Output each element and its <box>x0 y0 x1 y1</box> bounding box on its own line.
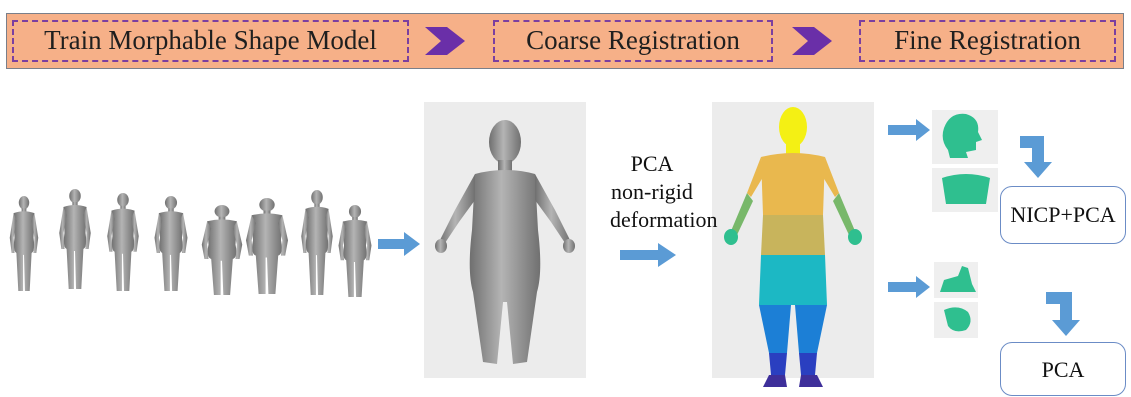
bent-arrow-lower <box>1046 292 1080 336</box>
training-body-shape <box>338 205 372 297</box>
training-shapes-group <box>9 189 372 297</box>
training-body-shape <box>246 198 288 294</box>
stage-fine-registration: Fine Registration <box>859 20 1116 62</box>
chevron-arrow-icon <box>792 27 832 55</box>
training-body-shape <box>59 189 91 289</box>
arrow-coarse <box>620 243 676 267</box>
arrow-to-lower-parts <box>888 276 930 298</box>
foot-part <box>940 266 976 292</box>
coarse-registration-label: PCA non-rigid deformation <box>610 150 718 234</box>
stage-coarse-registration: Coarse Registration <box>493 20 773 62</box>
morphable-model-mesh <box>435 120 575 364</box>
head-part <box>942 113 982 158</box>
arrow-to-upper-parts <box>888 119 930 141</box>
training-body-shape <box>107 193 139 291</box>
stage-train-morphable-model: Train Morphable Shape Model <box>12 20 409 62</box>
label-line: deformation <box>610 207 718 232</box>
segmented-body-mesh <box>724 107 862 387</box>
training-body-shape <box>201 205 243 295</box>
torso-part <box>942 174 990 204</box>
pca-box: PCA <box>1000 342 1126 396</box>
chevron-arrow-icon <box>425 27 465 55</box>
bent-arrow-upper <box>1020 136 1052 178</box>
training-body-shape <box>9 196 39 291</box>
training-body-shape <box>301 190 333 295</box>
arrow-to-model <box>378 232 420 256</box>
training-body-shape <box>154 196 188 291</box>
label-line: PCA <box>630 151 674 176</box>
pipeline-banner: Train Morphable Shape Model Coarse Regis… <box>6 13 1124 69</box>
hand-part <box>944 307 971 332</box>
nicp-pca-box: NICP+PCA <box>1000 186 1126 244</box>
label-line: non-rigid <box>611 179 693 204</box>
